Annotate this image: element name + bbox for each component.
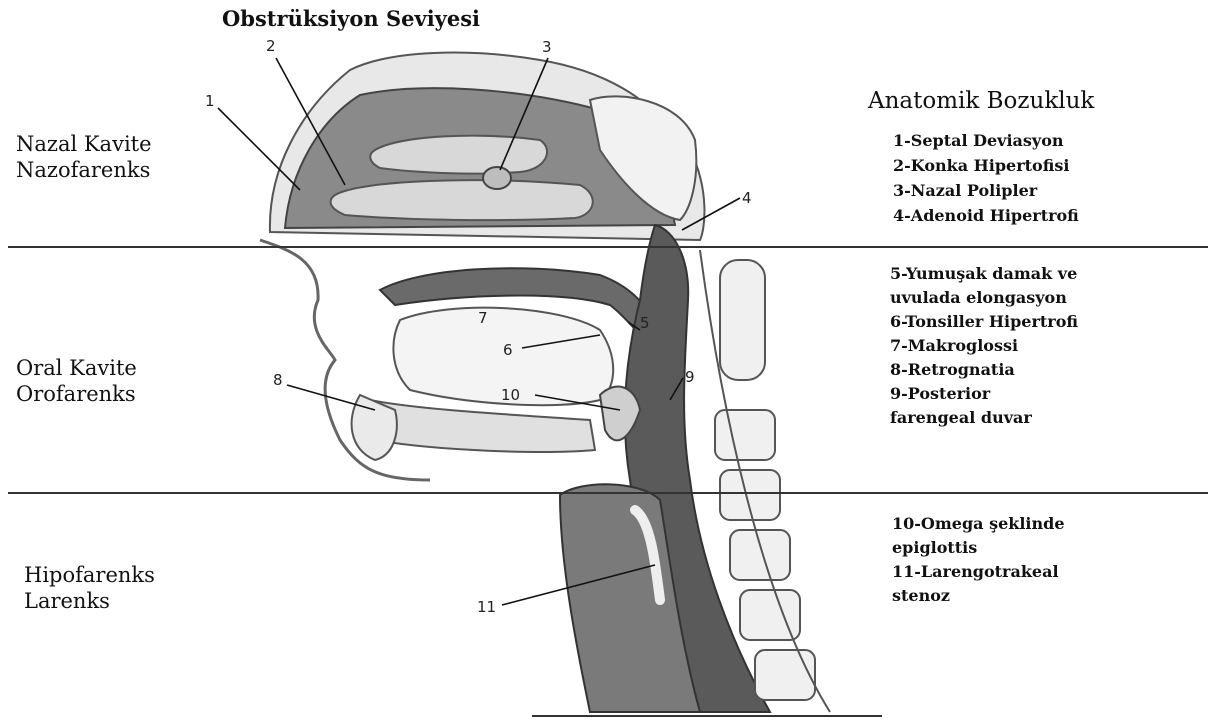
marker-1: 1 [205,92,215,110]
list-item: epiglottis [892,536,1065,560]
list-item: 5-Yumuşak damak ve [890,262,1078,286]
region-nasal-label: Nazal Kavite Nazofarenks [16,131,152,183]
list-item: 6-Tonsiller Hipertrofi [890,310,1078,334]
marker-6: 6 [503,341,513,359]
region-hypo-line-1: Hipofarenks [24,562,155,588]
list-item: 7-Makroglossi [890,334,1078,358]
region-nasal-line-1: Nazal Kavite [16,131,152,157]
list-item: 8-Retrognatia [890,358,1078,382]
marker-3: 3 [542,38,552,56]
list-item: 10-Omega şeklinde [892,512,1065,536]
marker-10: 10 [501,386,520,404]
list-item: 11-Larengotrakeal [892,560,1065,584]
region-hypo-label: Hipofarenks Larenks [24,562,155,614]
region-oral-line-2: Orofarenks [16,381,137,407]
list-item: 4-Adenoid Hipertrofi [893,203,1079,228]
disorder-list-oral: 5-Yumuşak damak ve uvulada elongasyon 6-… [890,262,1078,430]
region-nasal-line-2: Nazofarenks [16,157,152,183]
divider-bottom [532,715,882,717]
marker-8: 8 [273,371,283,389]
list-item: 1-Septal Deviasyon [893,128,1079,153]
mandible [370,400,595,452]
turbinate-lower [331,180,593,220]
marker-4: 4 [742,189,752,207]
list-item: farengeal duvar [890,406,1078,430]
marker-5: 5 [640,314,650,332]
disorder-list-hypo: 10-Omega şeklinde epiglottis 11-Larengot… [892,512,1065,608]
divider-nasal-oral [8,246,1208,248]
region-hypo-line-2: Larenks [24,588,155,614]
anatomic-disorder-title: Anatomik Bozukluk [868,88,1094,114]
marker-7: 7 [478,309,488,327]
list-item: 9-Posterior [890,382,1078,406]
list-item: uvulada elongasyon [890,286,1078,310]
marker-2: 2 [266,37,276,55]
region-oral-line-1: Oral Kavite [16,355,137,381]
region-oral-label: Oral Kavite Orofarenks [16,355,137,407]
list-item: 2-Konka Hipertofisi [893,153,1079,178]
disorder-list-nasal: 1-Septal Deviasyon 2-Konka Hipertofisi 3… [893,128,1079,228]
nasal-polyp [483,167,511,189]
list-item: stenoz [892,584,1065,608]
divider-oral-hypo [8,492,1208,494]
list-item: 3-Nazal Polipler [893,178,1079,203]
obstruction-level-title: Obstrüksiyon Seviyesi [222,6,480,31]
marker-11: 11 [477,598,496,616]
turbinate-upper [370,136,547,174]
marker-9: 9 [685,368,695,386]
